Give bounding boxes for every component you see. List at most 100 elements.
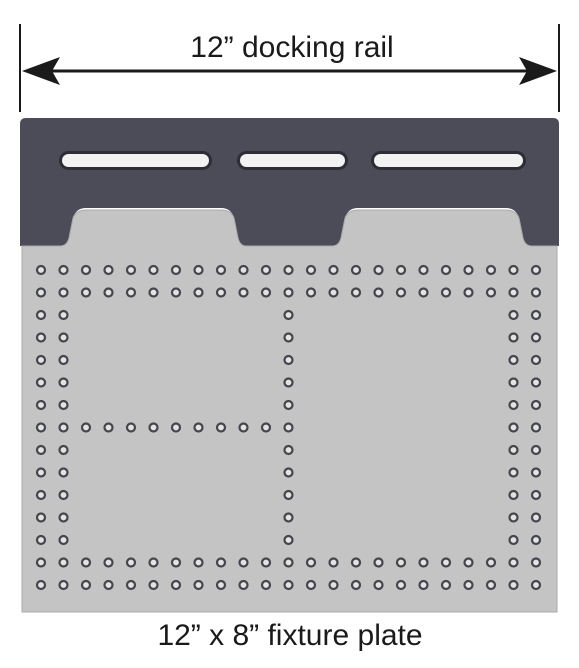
plate-hole bbox=[305, 557, 317, 568]
plate-hole bbox=[58, 264, 69, 276]
plate-hole bbox=[260, 422, 272, 433]
plate-hole bbox=[58, 354, 69, 366]
plate-hole bbox=[283, 444, 294, 456]
plate-hole bbox=[35, 354, 47, 366]
plate-hole bbox=[125, 264, 137, 276]
plate-hole bbox=[80, 422, 92, 433]
plate-hole bbox=[148, 264, 159, 276]
plate-hole bbox=[485, 264, 497, 276]
plate-hole bbox=[508, 309, 519, 321]
plate-hole bbox=[418, 557, 429, 568]
plate-hole bbox=[440, 264, 452, 276]
plate-hole bbox=[463, 264, 474, 276]
plate-hole bbox=[283, 264, 294, 276]
rail-slot bbox=[240, 154, 345, 167]
plate-hole bbox=[395, 287, 407, 298]
plate-hole bbox=[35, 332, 47, 343]
plate-hole bbox=[440, 557, 452, 568]
plate-hole bbox=[148, 579, 159, 591]
plate-hole bbox=[283, 287, 294, 298]
plate-hole bbox=[350, 579, 362, 591]
plate-hole bbox=[35, 399, 47, 411]
plate-hole bbox=[283, 377, 294, 388]
plate-hole bbox=[508, 534, 519, 546]
plate-hole bbox=[530, 399, 542, 411]
plate-hole bbox=[148, 422, 159, 433]
rail-slot bbox=[62, 154, 209, 167]
plate-hole bbox=[58, 332, 69, 343]
plate-hole bbox=[103, 264, 114, 276]
plate-hole bbox=[260, 579, 272, 591]
plate-hole bbox=[283, 332, 294, 343]
plate-hole bbox=[80, 264, 92, 276]
plate-hole bbox=[283, 309, 294, 321]
plate-hole bbox=[485, 557, 497, 568]
plate-hole bbox=[350, 287, 362, 298]
plate-hole bbox=[283, 467, 294, 478]
plate-hole bbox=[530, 287, 542, 298]
plate-hole bbox=[463, 579, 474, 591]
plate-hole bbox=[238, 557, 249, 568]
plate-hole bbox=[35, 444, 47, 456]
plate-hole bbox=[215, 557, 227, 568]
plate-hole bbox=[328, 579, 339, 591]
plate-hole bbox=[530, 354, 542, 366]
plate-hole bbox=[103, 287, 114, 298]
plate-hole bbox=[35, 264, 47, 276]
plate-hole bbox=[125, 557, 137, 568]
plate-hole bbox=[35, 489, 47, 501]
plate-hole bbox=[373, 557, 384, 568]
plate-hole bbox=[35, 512, 47, 523]
plate-hole bbox=[193, 422, 204, 433]
plate-hole bbox=[530, 579, 542, 591]
plate-hole bbox=[508, 489, 519, 501]
plate-hole bbox=[508, 557, 519, 568]
plate-hole bbox=[170, 264, 182, 276]
plate-hole bbox=[58, 579, 69, 591]
plate-hole bbox=[418, 287, 429, 298]
plate-hole bbox=[215, 422, 227, 433]
plate-hole bbox=[58, 377, 69, 388]
plate-hole bbox=[508, 332, 519, 343]
plate-hole bbox=[395, 264, 407, 276]
fixture-plate bbox=[21, 209, 558, 613]
plate-hole bbox=[58, 444, 69, 456]
plate-hole bbox=[530, 489, 542, 501]
plate-hole bbox=[530, 264, 542, 276]
plate-hole bbox=[530, 444, 542, 456]
plate-hole bbox=[283, 422, 294, 433]
plate-hole bbox=[350, 557, 362, 568]
plate-hole bbox=[103, 422, 114, 433]
plate-hole bbox=[58, 467, 69, 478]
plate-hole bbox=[530, 422, 542, 433]
plate-hole bbox=[35, 557, 47, 568]
plate-hole bbox=[260, 264, 272, 276]
plate-hole bbox=[58, 309, 69, 321]
plate-hole bbox=[508, 287, 519, 298]
plate-hole bbox=[170, 422, 182, 433]
plate-hole bbox=[283, 534, 294, 546]
plate-hole bbox=[440, 287, 452, 298]
plate-hole bbox=[283, 579, 294, 591]
plate-hole bbox=[125, 422, 137, 433]
plate-hole bbox=[463, 557, 474, 568]
plate-hole bbox=[508, 264, 519, 276]
plate-hole bbox=[148, 557, 159, 568]
plate-hole bbox=[238, 287, 249, 298]
plate-hole bbox=[530, 332, 542, 343]
plate-hole bbox=[530, 512, 542, 523]
plate-hole bbox=[58, 287, 69, 298]
plate-hole bbox=[373, 579, 384, 591]
plate-hole bbox=[125, 579, 137, 591]
plate-hole bbox=[170, 557, 182, 568]
plate-hole bbox=[283, 557, 294, 568]
plate-hole bbox=[508, 354, 519, 366]
plate-hole bbox=[508, 579, 519, 591]
plate-hole bbox=[395, 579, 407, 591]
plate-hole bbox=[80, 579, 92, 591]
plate-hole bbox=[530, 534, 542, 546]
plate-hole bbox=[440, 579, 452, 591]
plate-hole bbox=[58, 489, 69, 501]
plate-hole bbox=[485, 579, 497, 591]
